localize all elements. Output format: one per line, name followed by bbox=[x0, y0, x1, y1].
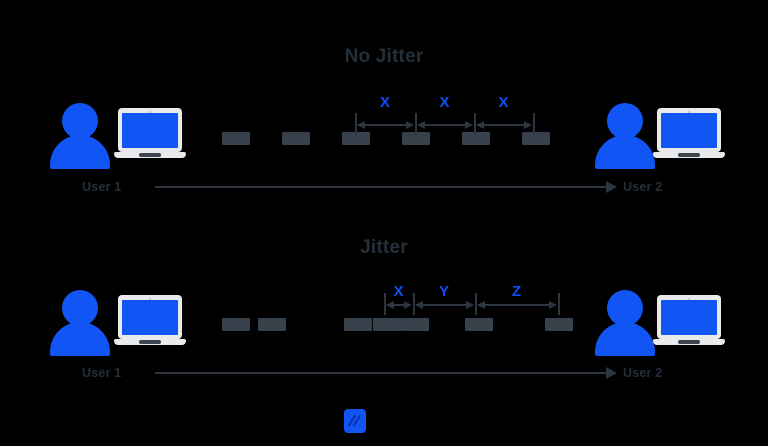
interval-arrow-left-icon bbox=[415, 300, 423, 309]
interval-line bbox=[418, 124, 471, 126]
interval-arrow-right-icon bbox=[549, 300, 557, 309]
measurement-tick bbox=[474, 113, 476, 135]
laptop-trackpad bbox=[139, 153, 161, 157]
laptop-screen bbox=[661, 300, 717, 335]
laptop-camera-icon bbox=[149, 110, 151, 113]
packet bbox=[522, 132, 550, 145]
interval-line bbox=[478, 304, 555, 306]
transmission-arrow-head-icon bbox=[606, 367, 617, 379]
avatar-head bbox=[62, 290, 98, 326]
interval-arrow-right-icon bbox=[466, 300, 474, 309]
interval-label: Y bbox=[438, 283, 449, 300]
interval-arrow-right-icon bbox=[404, 300, 412, 309]
interval-arrow-left-icon bbox=[357, 120, 365, 129]
measurement-tick bbox=[475, 293, 477, 315]
section-title-no-jitter: No Jitter bbox=[344, 46, 424, 67]
avatar-body bbox=[50, 322, 110, 356]
laptop-screen bbox=[661, 113, 717, 148]
avatar-body bbox=[595, 135, 655, 169]
interval-line bbox=[387, 304, 410, 306]
laptop-lid bbox=[657, 108, 721, 152]
user-avatar-icon bbox=[50, 290, 110, 356]
user-label-right-no-jitter: User 2 bbox=[623, 180, 663, 194]
laptop-camera-icon bbox=[149, 297, 151, 300]
interval-line bbox=[477, 124, 530, 126]
packet bbox=[545, 318, 573, 331]
transmission-arrow-line bbox=[155, 372, 607, 374]
user-label-right-jitter: User 2 bbox=[623, 366, 663, 380]
interval-arrow-left-icon bbox=[476, 120, 484, 129]
interval-arrow-right-icon bbox=[465, 120, 473, 129]
interval-arrow-left-icon bbox=[417, 120, 425, 129]
laptop-lid bbox=[657, 295, 721, 339]
measurement-tick bbox=[415, 113, 417, 135]
packet bbox=[462, 132, 490, 145]
transmission-arrow-line bbox=[155, 186, 607, 188]
laptop-trackpad bbox=[678, 340, 700, 344]
packet bbox=[344, 318, 372, 331]
packet bbox=[222, 318, 250, 331]
packet bbox=[258, 318, 286, 331]
packet bbox=[342, 132, 370, 145]
laptop-trackpad bbox=[139, 340, 161, 344]
measurement-tick bbox=[384, 293, 386, 315]
interval-label: X bbox=[498, 94, 509, 111]
brand-logo-mark-icon bbox=[344, 409, 366, 433]
interval-label: X bbox=[439, 94, 450, 111]
interval-arrow-right-icon bbox=[524, 120, 532, 129]
avatar-head bbox=[607, 103, 643, 139]
user-label-left-no-jitter: User 1 bbox=[82, 180, 122, 194]
user-label-left-jitter: User 1 bbox=[82, 366, 122, 380]
laptop-icon bbox=[114, 295, 186, 349]
avatar-head bbox=[607, 290, 643, 326]
interval-label: X bbox=[379, 94, 390, 111]
laptop-trackpad bbox=[678, 153, 700, 157]
interval-label: X bbox=[393, 283, 404, 300]
user-avatar-icon bbox=[50, 103, 110, 169]
measurement-tick bbox=[413, 293, 415, 315]
packet bbox=[465, 318, 493, 331]
avatar-body bbox=[595, 322, 655, 356]
measurement-tick bbox=[558, 293, 560, 315]
laptop-icon bbox=[114, 108, 186, 162]
packet bbox=[401, 318, 429, 331]
interval-arrow-left-icon bbox=[386, 300, 394, 309]
packet bbox=[402, 132, 430, 145]
interval-label: Z bbox=[511, 283, 522, 300]
laptop-screen bbox=[122, 300, 178, 335]
packet bbox=[282, 132, 310, 145]
laptop-camera-icon bbox=[688, 110, 690, 113]
avatar-body bbox=[50, 135, 110, 169]
packet bbox=[373, 318, 401, 331]
laptop-screen bbox=[122, 113, 178, 148]
transmission-arrow-head-icon bbox=[606, 181, 617, 193]
laptop-icon bbox=[653, 295, 725, 349]
measurement-tick bbox=[533, 113, 535, 135]
laptop-camera-icon bbox=[688, 297, 690, 300]
laptop-lid bbox=[118, 108, 182, 152]
user-avatar-icon bbox=[595, 290, 655, 356]
measurement-tick bbox=[355, 113, 357, 135]
laptop-icon bbox=[653, 108, 725, 162]
interval-line bbox=[416, 304, 472, 306]
interval-line bbox=[358, 124, 412, 126]
interval-arrow-left-icon bbox=[477, 300, 485, 309]
packet bbox=[222, 132, 250, 145]
avatar-head bbox=[62, 103, 98, 139]
interval-arrow-right-icon bbox=[406, 120, 414, 129]
section-title-jitter: Jitter bbox=[360, 237, 408, 258]
laptop-lid bbox=[118, 295, 182, 339]
user-avatar-icon bbox=[595, 103, 655, 169]
